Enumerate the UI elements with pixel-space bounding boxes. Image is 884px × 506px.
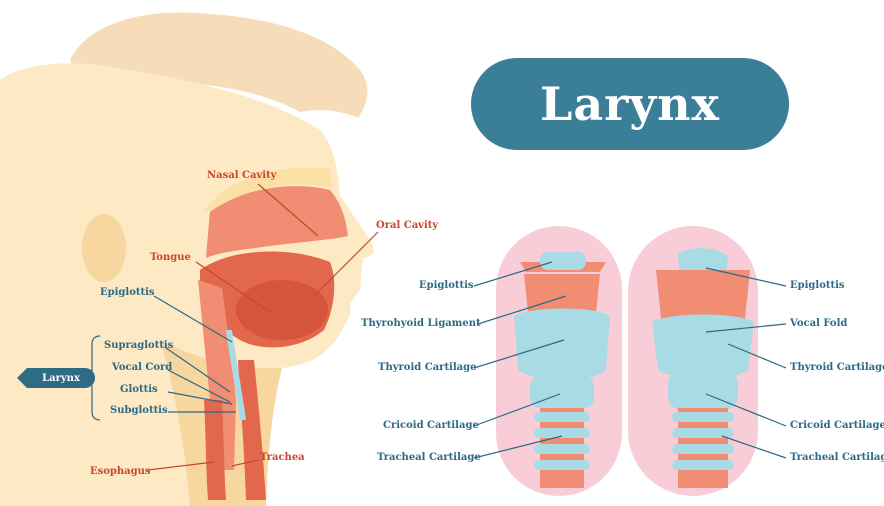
- label-front-tracheal-cartilage: Tracheal Cartilage: [377, 452, 481, 464]
- larynx-badge-label: Larynx: [42, 373, 80, 384]
- ear: [82, 214, 126, 282]
- label-trachea: Trachea: [260, 452, 305, 464]
- label-tongue: Tongue: [150, 252, 191, 264]
- label-oral-cavity: Oral Cavity: [376, 220, 438, 232]
- larynx-back-view: [628, 226, 758, 496]
- label-back-cricoid-cartilage: Cricoid Cartilage: [790, 420, 884, 432]
- label-front-thyrohyoid-ligament: Thyrohyoid Ligament: [361, 318, 481, 330]
- label-esophagus: Esophagus: [90, 466, 151, 478]
- back-cricoid: [668, 370, 738, 410]
- title-banner: Larynx: [471, 58, 789, 150]
- label-front-epiglottis: Epiglottis: [419, 280, 474, 292]
- label-supraglottis: Supraglottis: [104, 340, 173, 352]
- larynx-front-view: [496, 226, 622, 496]
- front-ring-1: [534, 412, 590, 422]
- back-thyroid: [652, 315, 754, 380]
- label-front-cricoid-cartilage: Cricoid Cartilage: [383, 420, 479, 432]
- label-back-thyroid-cartilage: Thyroid Cartilage: [790, 362, 884, 374]
- page-title: Larynx: [540, 77, 720, 131]
- label-back-epiglottis: Epiglottis: [790, 280, 845, 292]
- front-thyroid: [514, 309, 610, 381]
- back-ring-4: [672, 460, 734, 470]
- front-ring-4: [534, 460, 590, 470]
- front-epiglottis-top: [540, 252, 586, 270]
- back-ring-1: [672, 412, 734, 422]
- front-ring-3: [534, 444, 590, 454]
- label-nasal-cavity: Nasal Cavity: [207, 170, 277, 182]
- tongue-muscle: [236, 280, 328, 340]
- larynx-badge: Larynx: [27, 368, 95, 388]
- label-subglottis: Subglottis: [110, 405, 168, 417]
- label-vocal-cord: Vocal Cord: [112, 362, 172, 374]
- label-glottis: Glottis: [120, 384, 158, 396]
- label-epiglottis-head: Epiglottis: [100, 287, 155, 299]
- label-back-tracheal-cartilage: Tracheal Cartilage: [790, 452, 884, 464]
- label-back-vocal-fold: Vocal Fold: [790, 318, 847, 330]
- label-front-thyroid-cartilage: Thyroid Cartilage: [378, 362, 477, 374]
- back-ring-3: [672, 444, 734, 454]
- front-cricoid: [530, 376, 594, 408]
